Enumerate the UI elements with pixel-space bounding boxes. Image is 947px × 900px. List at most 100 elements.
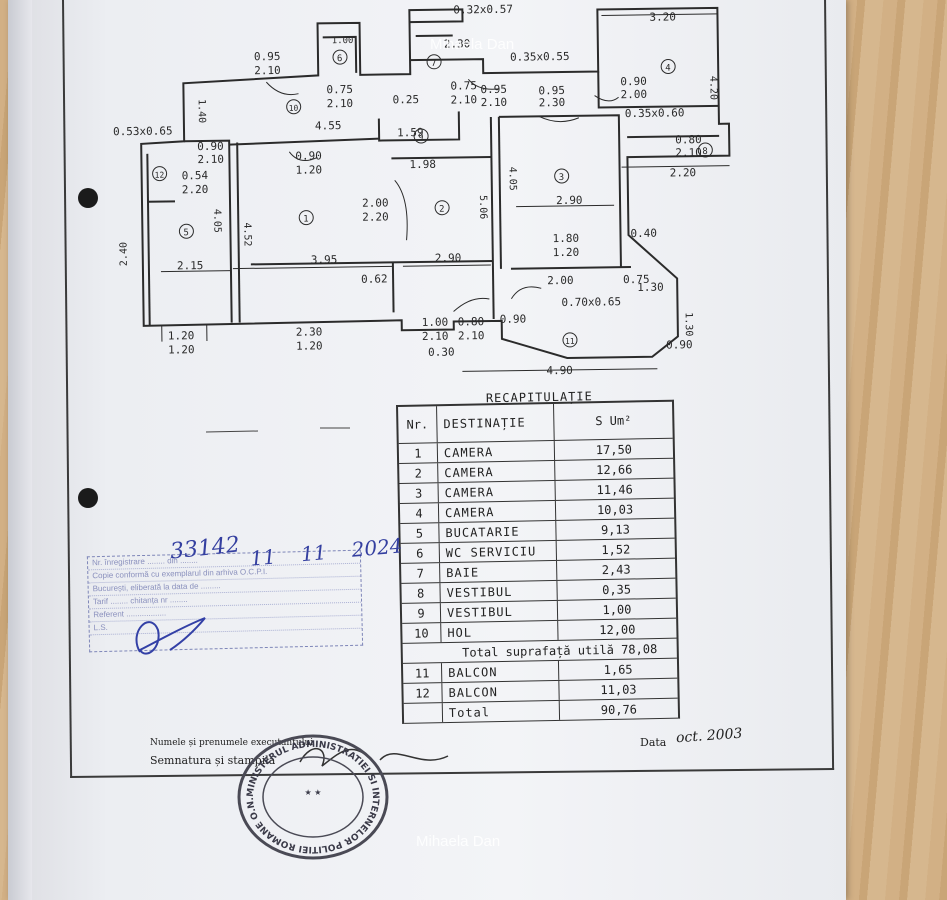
room-number-circles	[152, 49, 713, 348]
row-suprafata: 0,35	[601, 582, 632, 597]
row-destinatie: CAMERA	[437, 440, 556, 463]
dimension-label: 2.00	[620, 88, 647, 101]
dimension-label: 2.10	[197, 153, 224, 166]
dimension-label: 1.20	[295, 163, 322, 176]
door-swing	[394, 180, 408, 241]
header-destinatie: DESTINAȚIE	[437, 403, 555, 443]
dimension-line	[601, 13, 718, 16]
dimension-label: 2.30	[444, 37, 471, 50]
row-nr: 3	[399, 483, 439, 503]
dimension-label: 1.20	[168, 329, 195, 342]
dimension-line	[462, 368, 658, 372]
paper-edge	[8, 0, 32, 900]
watermark-top: Mihaela Dan	[430, 36, 515, 53]
recap-table: RECAPITULAȚIE Nr. DESTINAȚIE S Um² 1 CAM…	[396, 389, 681, 724]
dimension-label: 1.00	[332, 36, 354, 46]
signature-label: Semnatura și stampila	[150, 754, 276, 767]
name-label: Numele și prenumele executantului	[150, 738, 314, 748]
row-destinatie: CAMERA	[438, 480, 556, 503]
dimension-label: 4.55	[315, 119, 342, 132]
room-number: 11	[565, 337, 575, 346]
dimension-label: 0.75	[450, 79, 477, 92]
dimension-label: 0.80	[675, 133, 702, 146]
dimension-line	[232, 265, 393, 270]
inner-wall	[184, 139, 233, 323]
date-label: Data	[640, 736, 667, 749]
row-suprafata: 17,50	[595, 441, 633, 457]
dimension-label: 1.00	[422, 316, 449, 329]
row-suprafata: 1,52	[601, 542, 631, 557]
room-number: 12	[155, 171, 165, 180]
inner-wall	[229, 137, 380, 146]
dimension-label: 0.53x0.65	[113, 124, 173, 138]
inner-wall	[377, 111, 461, 142]
dimension-label: 2.10	[327, 97, 354, 110]
dimension-label: 0.95	[538, 84, 565, 97]
header-suprafata: S Um²	[595, 413, 632, 429]
inner-wall	[415, 34, 453, 38]
dimension-label: 1.40	[196, 99, 207, 123]
dimension-label: 0.54	[182, 169, 209, 182]
total-value: 90,76	[600, 701, 638, 717]
dimension-label: 0.62	[361, 272, 388, 285]
dimension-label: 2.20	[182, 183, 209, 196]
dimension-label: 2.30	[539, 96, 566, 109]
row-suprafata: 9,13	[600, 522, 631, 537]
row-nr: 12	[403, 683, 443, 703]
row-nr: 1	[398, 443, 439, 463]
row-suprafata: 12,66	[596, 461, 633, 477]
row-destinatie: WC SERVICIU	[439, 540, 558, 563]
door-swing	[510, 286, 542, 299]
row-suprafata: 11,03	[600, 681, 637, 697]
row-destinatie: BALCON	[441, 660, 560, 683]
door-swing	[467, 78, 499, 90]
dimension-label: 0.90	[666, 338, 693, 351]
dimension-label: 4.90	[546, 364, 573, 377]
dimension-label: 1.59	[397, 126, 424, 139]
row-destinatie: VESTIBUL	[440, 600, 559, 623]
dimension-label: 3.95	[311, 253, 338, 266]
row-suprafata: 10,03	[596, 501, 634, 517]
round-official-stamp: MINISTERUL ADMINISTRATIEI SI INTERNELOR …	[235, 733, 391, 861]
dimension-label: 2.10	[422, 330, 449, 343]
stamp-seal-icon: MINISTERUL ADMINISTRATIEI SI INTERNELOR …	[235, 733, 389, 860]
dimension-label: 4.52	[241, 222, 252, 246]
total-label: Total	[442, 700, 561, 723]
dimension-label: 1.98	[409, 158, 436, 171]
dimension-label: 2.20	[362, 210, 389, 223]
dimension-line	[160, 270, 231, 273]
dimension-label: 0.35x0.55	[510, 50, 570, 64]
dimension-label: 0.90	[295, 149, 322, 162]
dimension-label: 1.20	[168, 343, 195, 356]
row-nr: 9	[401, 603, 442, 623]
row-nr: 2	[399, 463, 439, 483]
dimension-label: 2.00	[362, 196, 389, 209]
punch-hole-icon	[78, 188, 98, 208]
row-nr: 8	[401, 583, 441, 603]
subtotal-label: Total suprafață utilă 78,08	[462, 641, 658, 660]
pencil-marks	[205, 427, 350, 433]
dimension-label: 0.25	[393, 93, 420, 106]
dimension-label: 4.05	[507, 167, 518, 191]
row-destinatie: HOL	[441, 620, 559, 643]
inner-wall	[146, 153, 151, 326]
dimension-label: 1.20	[296, 339, 323, 352]
inner-wall	[597, 71, 719, 109]
row-destinatie: VESTIBUL	[440, 580, 558, 603]
dimension-label: 0.90	[500, 313, 527, 326]
table-header-row: Nr. DESTINAȚIE S Um²	[397, 399, 673, 444]
room-number: 4	[665, 63, 671, 73]
dimension-label: 0.95	[480, 83, 507, 96]
dimension-label: 0.40	[630, 227, 657, 240]
dimension-line	[516, 204, 615, 208]
dimension-label: 1.80	[552, 232, 579, 245]
dimension-label: 1.20	[553, 246, 580, 259]
dimension-label: 2.30	[296, 325, 323, 338]
inner-wall	[236, 142, 241, 323]
dimension-line	[161, 324, 208, 342]
dimension-label: 0.75	[623, 273, 650, 286]
recap-title: RECAPITULAȚIE	[485, 389, 593, 406]
dimension-line	[402, 264, 491, 267]
row-suprafata: 1,65	[603, 662, 633, 677]
